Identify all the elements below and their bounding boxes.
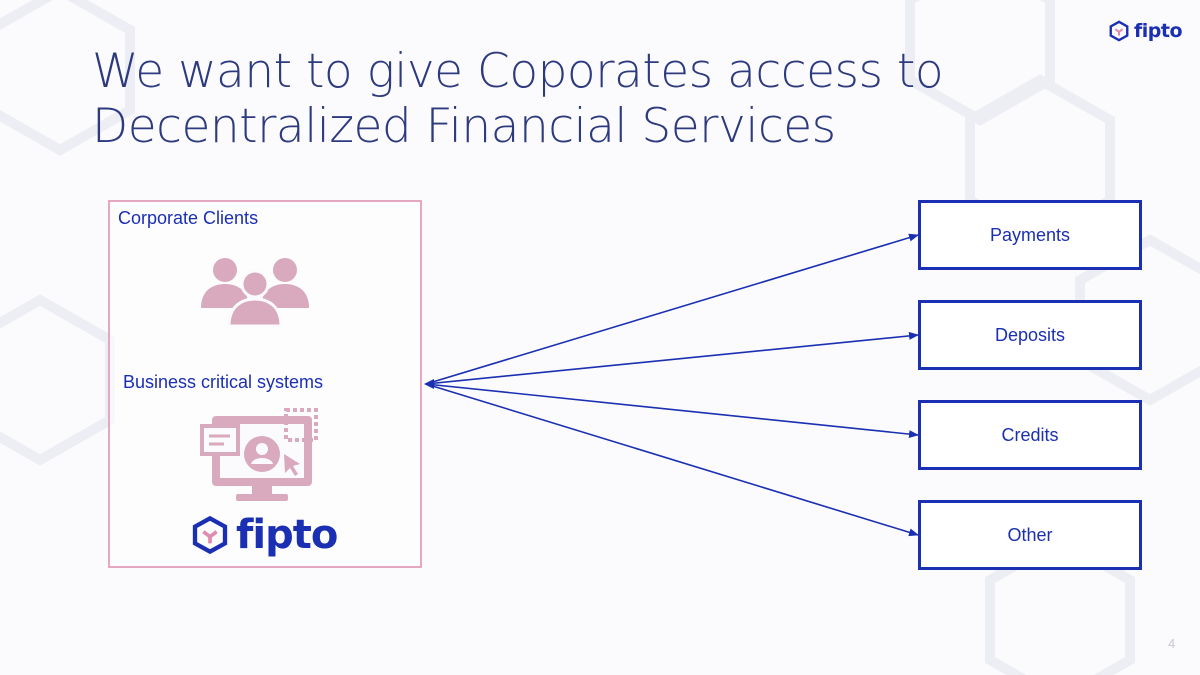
slide-title: We want to give Coporates access to Dece… <box>92 44 1072 154</box>
business-systems-label: Business critical systems <box>123 372 324 392</box>
brand-logo: fipto <box>1108 20 1183 42</box>
arrow-to-other <box>425 383 919 537</box>
arrow-to-payments <box>425 233 919 385</box>
fipto-logo: fipto <box>190 512 338 558</box>
fipto-logo-text: fipto <box>236 512 338 558</box>
arrow-origin-head <box>424 379 434 389</box>
people-group-icon <box>201 258 309 328</box>
corporate-clients-label: Corporate Clients <box>118 208 259 228</box>
arrow-to-deposits <box>425 331 919 385</box>
service-box-credits: Credits <box>918 400 1142 470</box>
fipto-logo-icon <box>1109 20 1129 42</box>
service-box-payments: Payments <box>918 200 1142 270</box>
page-number: 4 <box>1168 636 1176 651</box>
service-box-other: Other <box>918 500 1142 570</box>
brand-name: fipto <box>1134 20 1183 42</box>
arrow-to-credits <box>425 383 919 439</box>
slide-title-line-2: Decentralized Financial Services <box>92 99 836 154</box>
slide-title-line-1: We want to give Coporates access to <box>92 44 944 99</box>
corporate-client-box <box>108 200 422 568</box>
service-box-deposits: Deposits <box>918 300 1142 370</box>
computer-monitor-icon <box>200 408 318 501</box>
fipto-logo-icon <box>192 515 228 555</box>
